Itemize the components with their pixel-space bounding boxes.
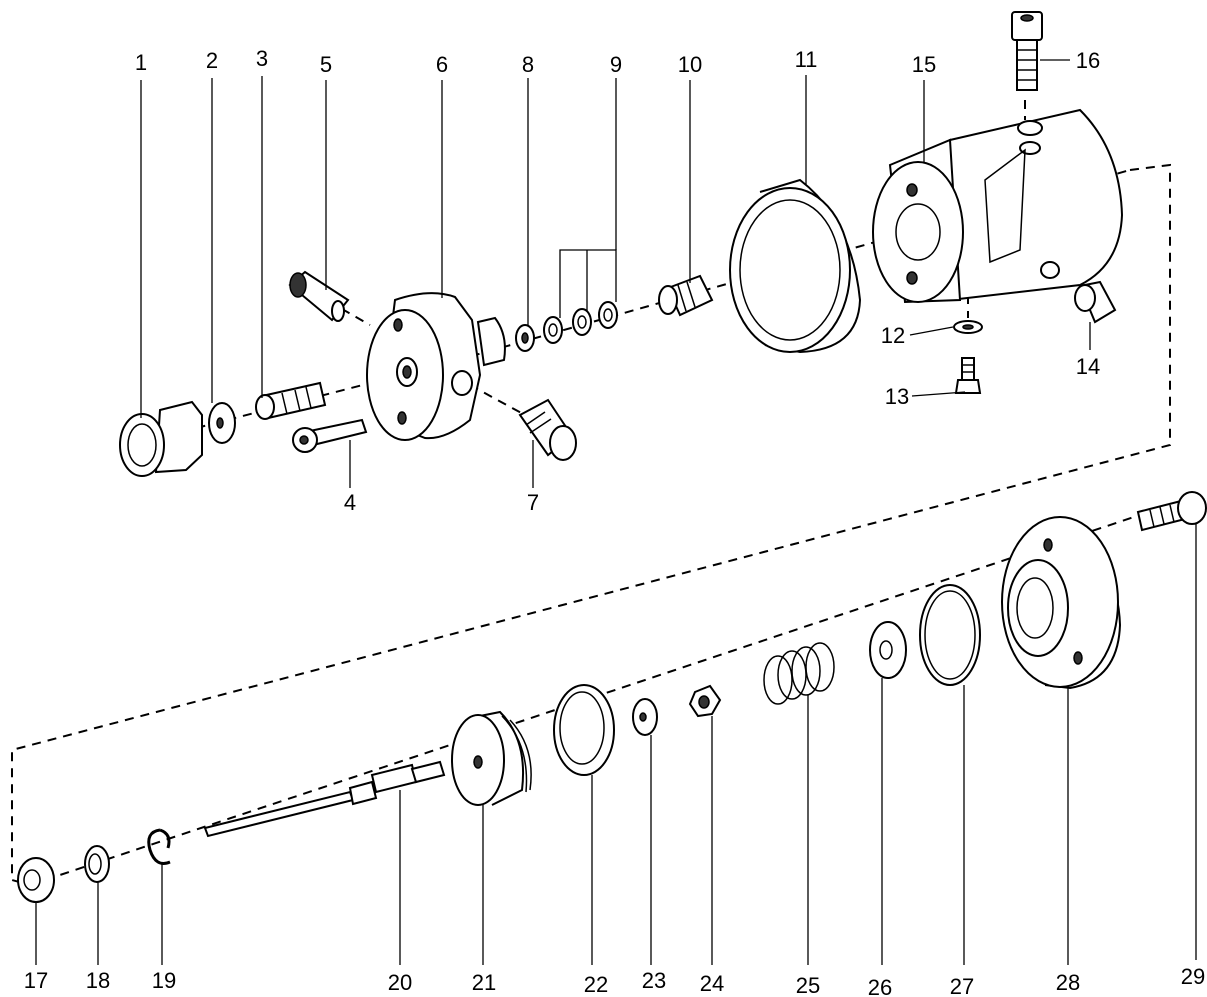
label-part-17: 17: [24, 968, 48, 993]
label-part-13: 13: [885, 384, 909, 409]
part-5-fitting: [288, 270, 350, 322]
part-22-seal-ring: [553, 684, 615, 776]
part-9-seals: [543, 301, 618, 344]
part-10-nozzle: [658, 274, 714, 317]
part-27-o-ring: [919, 584, 981, 686]
part-15-housing: [872, 108, 1124, 304]
label-part-10: 10: [678, 52, 702, 77]
label-part-11: 11: [795, 47, 818, 72]
part-7-fitting: [518, 398, 577, 461]
part-2-washer: [208, 402, 236, 444]
axis-lower: [29, 514, 1141, 886]
label-part-26: 26: [868, 975, 892, 997]
label-part-12: 12: [881, 323, 905, 348]
part-24-nut: [688, 684, 722, 718]
label-part-6: 6: [436, 52, 448, 77]
part-25-spring: [763, 642, 835, 705]
part-8-washer: [515, 324, 535, 352]
label-part-20: 20: [388, 970, 412, 995]
label-part-24: 24: [700, 971, 724, 996]
label-part-4: 4: [344, 490, 356, 515]
label-part-28: 28: [1056, 970, 1080, 995]
part-21-piston: [451, 710, 532, 806]
part-16-screw: [1011, 11, 1043, 91]
part-20-needle: [203, 760, 446, 838]
part-19-circlip: [147, 828, 171, 865]
leader-13: [911, 391, 966, 397]
label-part-19: 19: [152, 968, 176, 993]
label-part-27: 27: [950, 974, 974, 997]
label-part-5: 5: [320, 52, 332, 77]
label-part-1: 1: [135, 50, 147, 75]
label-part-23: 23: [642, 968, 666, 993]
label-part-18: 18: [86, 968, 110, 993]
part-3-fitting: [255, 381, 327, 420]
part-17-washer: [17, 857, 55, 903]
part-1-nut: [119, 400, 203, 477]
leader-12: [909, 326, 954, 336]
part-4-screw: [292, 418, 368, 453]
label-part-21: 21: [472, 970, 496, 995]
label-part-16: 16: [1076, 48, 1100, 73]
axis-part-7: [469, 384, 526, 416]
label-part-7: 7: [527, 490, 539, 515]
label-part-14: 14: [1076, 354, 1100, 379]
label-part-2: 2: [206, 48, 218, 73]
label-part-29: 29: [1181, 964, 1205, 989]
part-13-screw: [954, 357, 982, 394]
label-part-9: 9: [610, 52, 622, 77]
part-14-bushing: [1074, 280, 1117, 324]
part-12-washer: [953, 320, 983, 334]
label-part-25: 25: [796, 973, 820, 997]
label-part-22: 22: [584, 972, 608, 997]
part-23-washer: [632, 698, 658, 736]
part-29-screw: [1136, 491, 1207, 532]
label-part-15: 15: [912, 52, 936, 77]
part-6-valve-body: [366, 292, 506, 441]
part-11-sleeve: [729, 178, 862, 354]
part-28-cap: [1001, 516, 1122, 690]
link-dashed-return: [11, 163, 1171, 886]
label-part-8: 8: [522, 52, 534, 77]
leader-9: [559, 249, 617, 318]
part-18-washer: [84, 845, 110, 883]
part-26-washer: [869, 621, 907, 679]
label-part-3: 3: [256, 46, 268, 71]
